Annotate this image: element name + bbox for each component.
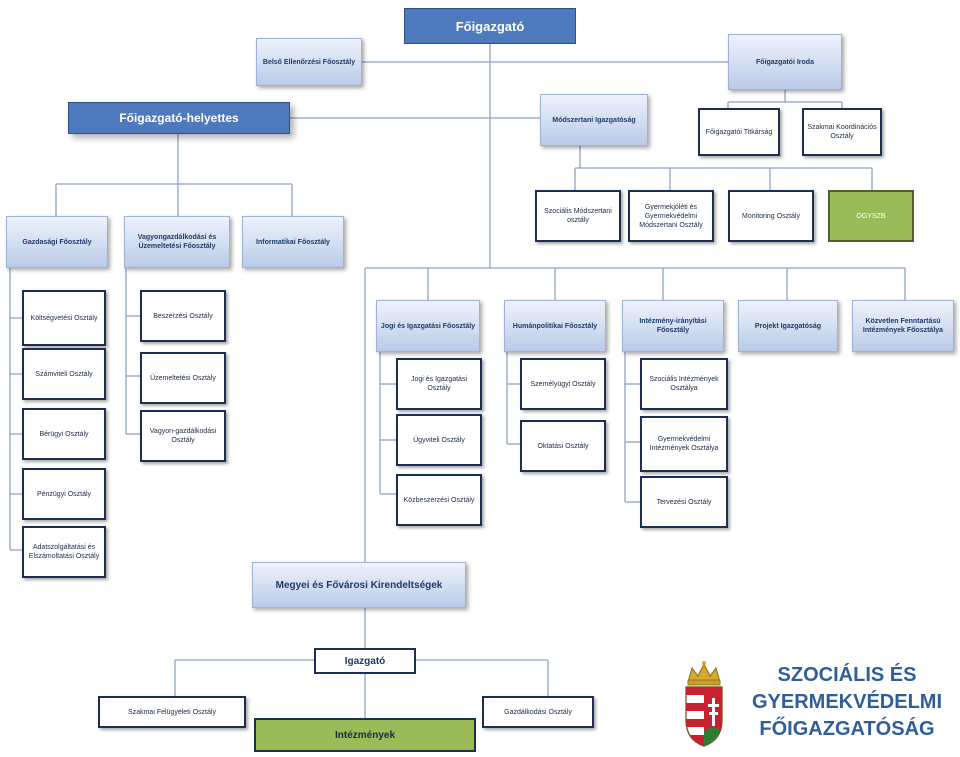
hr-unit-training: Oktatási Osztály — [520, 420, 606, 472]
organization-logo-text: SZOCIÁLIS ÉS GYERMEKVÉDELMI FŐIGAZGATÓSÁ… — [742, 662, 952, 743]
coordination-box: Szakmai Koordinációs Osztály — [802, 108, 882, 156]
hr-department-box: Humánpolitikai Főosztály — [504, 300, 606, 352]
hungarian-coat-of-arms-icon — [685, 661, 723, 747]
institution-unit-planning: Tervezési Osztály — [640, 476, 728, 528]
brand-line-3: FŐIGAZGATÓSÁG — [759, 718, 935, 740]
hr-unit-personnel: Személyügyi Osztály — [520, 358, 606, 410]
it-department-box: Informatikai Főosztály — [242, 216, 344, 268]
economic-unit-reporting: Adatszolgáltatási és Elszámoltatási Oszt… — [22, 526, 106, 578]
methodology-unit-child: Gyermekjóléti és Gyermekvédelmi Módszert… — [628, 190, 714, 242]
legal-unit-public-procurement: Közbeszerzési Osztály — [396, 474, 482, 526]
economic-unit-accounting: Számviteli Osztály — [22, 348, 106, 400]
brand-line-2: GYERMEKVÉDELMI — [751, 691, 943, 713]
economic-unit-finance: Pénzügyi Osztály — [22, 468, 106, 520]
assets-unit-procurement: Beszerzési Osztály — [140, 290, 226, 342]
economic-unit-payroll: Bérügyi Osztály — [22, 408, 106, 460]
methodology-unit-monitoring: Monitoring Osztály — [728, 190, 814, 242]
methodology-unit-social: Szociális Módszertani osztály — [535, 190, 621, 242]
county-professional-supervision-box: Szakmai Felügyeleti Osztály — [98, 696, 246, 728]
legal-unit-administration: Ügyviteli Osztály — [396, 414, 482, 466]
director-office-box: Főigazgatói Iroda — [728, 34, 842, 90]
assets-unit-asset-management: Vagyon-gazdálkodási Osztály — [140, 410, 226, 462]
head-director-box: Főigazgató — [404, 8, 576, 44]
internal-audit-box: Belső Ellenőrzési Főosztály — [256, 38, 362, 86]
economic-unit-budget: Költségvetési Osztály — [22, 290, 106, 346]
methodology-directorate-box: Módszertani Igazgatóság — [540, 94, 648, 146]
county-finance-box: Gazdálkodási Osztály — [482, 696, 594, 728]
methodology-unit-ogyszb: OGYSZB — [828, 190, 914, 242]
county-institutions-box: Intézmények — [254, 718, 476, 752]
county-director-box: Igazgató — [314, 648, 416, 674]
brand-line-1: SZOCIÁLIS ÉS — [777, 664, 917, 686]
institution-unit-child-protection: Gyermekvédelmi Intézmények Osztálya — [640, 416, 728, 472]
legal-department-box: Jogi és Igazgatási Főosztály — [376, 300, 480, 352]
direct-institutions-department-box: Közvetlen Fenntartású Intézmények Főoszt… — [852, 300, 954, 352]
county-offices-box: Megyei és Fővárosi Kirendeltségek — [252, 562, 466, 608]
assets-department-box: Vagyongazdálkodási és Üzemeltetési Főosz… — [124, 216, 230, 268]
legal-unit-legal: Jogi és Igazgatási Osztály — [396, 358, 482, 410]
assets-unit-operations: Üzemeltetési Osztály — [140, 352, 226, 404]
deputy-director-box: Főigazgató-helyettes — [68, 102, 290, 134]
institution-unit-social: Szociális Intézmények Osztálya — [640, 358, 728, 410]
economic-department-box: Gazdasági Főosztály — [6, 216, 108, 268]
institutions-department-box: Intézmény-irányítási Főosztály — [622, 300, 724, 352]
project-directorate-box: Projekt Igazgatóság — [738, 300, 838, 352]
secretariat-box: Főigazgatói Titkárság — [698, 108, 780, 156]
